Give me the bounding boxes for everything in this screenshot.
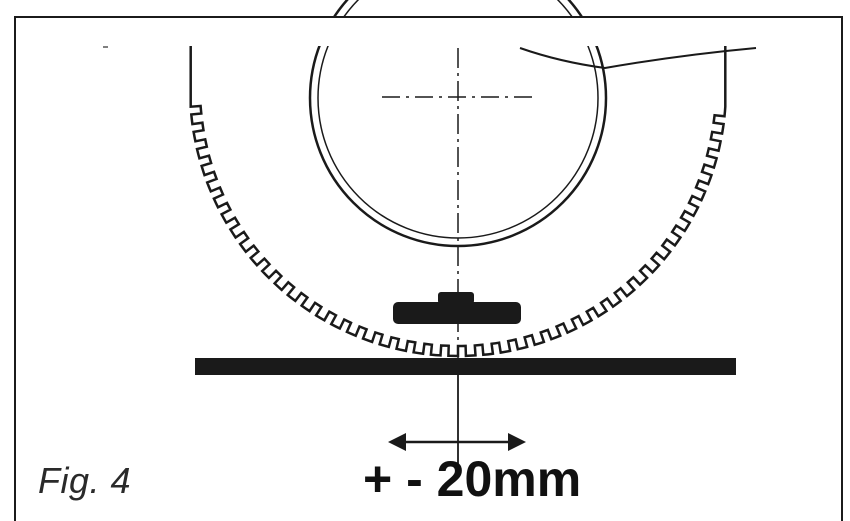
figure-frame — [14, 16, 843, 521]
sensor-plate-knob — [438, 292, 474, 304]
body-contour-line — [519, 47, 757, 70]
sensor-plate — [393, 302, 521, 324]
arrow-left-head-icon — [388, 433, 406, 451]
floor-bar — [195, 358, 736, 375]
figure-caption: Fig. 4 — [38, 460, 132, 501]
top-mask — [16, 18, 841, 46]
arrow-right-head-icon — [508, 433, 526, 451]
tolerance-label: + - 20mm — [363, 451, 582, 507]
